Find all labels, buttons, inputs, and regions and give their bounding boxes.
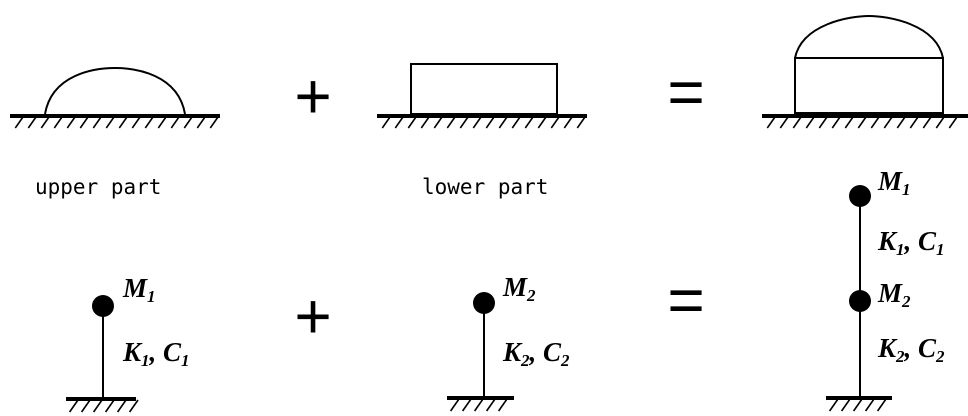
hatch-stroke <box>183 116 193 129</box>
plus-operator: + <box>294 280 331 352</box>
ground-hatch <box>14 116 219 129</box>
hatch-stroke <box>828 398 839 412</box>
hatch-stroke <box>105 116 115 129</box>
hatch-stroke <box>883 116 893 129</box>
mass-node-m1 <box>849 185 871 207</box>
hatch-stroke <box>576 116 586 129</box>
hatch-stroke <box>779 116 789 129</box>
hatch-stroke <box>196 116 206 129</box>
hatch-stroke <box>472 116 482 129</box>
hatch-stroke <box>79 116 89 129</box>
box-outline <box>794 57 944 114</box>
mass-label: M1 <box>122 273 156 306</box>
hatch-stroke <box>407 116 417 129</box>
hatch-stroke <box>524 116 534 129</box>
hatch-stroke <box>459 116 469 129</box>
ground-hatch <box>828 398 887 412</box>
mass-label: M2 <box>502 272 536 305</box>
dome-outline <box>44 66 186 115</box>
hatch-stroke <box>857 116 867 129</box>
ground-hatch <box>68 399 139 413</box>
hatch-stroke <box>461 398 472 412</box>
equals-operator: = <box>667 264 704 336</box>
hatch-stroke <box>446 116 456 129</box>
hatch-stroke <box>381 116 391 129</box>
hatch-stroke <box>511 116 521 129</box>
hatch-stroke <box>80 399 91 413</box>
hatch-stroke <box>53 116 63 129</box>
hatch-stroke <box>840 398 851 412</box>
hatch-stroke <box>66 116 76 129</box>
mass-node-m1 <box>92 295 114 317</box>
upper-part-shape <box>10 66 220 129</box>
ground-hatch <box>449 398 508 412</box>
ground-hatch <box>766 116 958 129</box>
hatch-stroke <box>563 116 573 129</box>
hatch-stroke <box>497 398 508 412</box>
hatch-stroke <box>818 116 828 129</box>
hatch-stroke <box>896 116 906 129</box>
hatch-stroke <box>449 398 460 412</box>
hatch-stroke <box>792 116 802 129</box>
hatch-stroke <box>157 116 167 129</box>
mass-label-top: M1 <box>877 166 911 199</box>
hatch-stroke <box>498 116 508 129</box>
hatch-stroke <box>831 116 841 129</box>
dome-outline <box>794 14 944 59</box>
hatch-stroke <box>805 116 815 129</box>
stiffness-damping-label: K1, C1 <box>122 337 190 370</box>
hatch-stroke <box>550 116 560 129</box>
hatch-stroke <box>420 116 430 129</box>
upper-part-model: M1 K1, C1 <box>66 273 190 413</box>
stiffness-damping-label-bottom: K2, C2 <box>877 333 945 366</box>
upper-part-caption: upper part <box>35 175 161 199</box>
hatch-stroke <box>473 398 484 412</box>
hatch-stroke <box>922 116 932 129</box>
hatch-stroke <box>844 116 854 129</box>
hatch-stroke <box>92 399 103 413</box>
ground-hatch <box>381 116 586 129</box>
lower-part-shape <box>377 63 587 129</box>
hatch-stroke <box>14 116 24 129</box>
stiffness-damping-label-top: K1, C1 <box>877 226 945 259</box>
hatch-stroke <box>870 116 880 129</box>
combined-model: M1 K1, C1 M2 K2, C2 <box>826 166 945 412</box>
hatch-stroke <box>864 398 875 412</box>
hatch-stroke <box>27 116 37 129</box>
hatch-stroke <box>68 399 79 413</box>
hatch-stroke <box>144 116 154 129</box>
hatch-stroke <box>852 398 863 412</box>
lower-part-caption: lower part <box>422 175 548 199</box>
hatch-stroke <box>766 116 776 129</box>
hatch-stroke <box>104 399 115 413</box>
stiffness-damping-label: K2, C2 <box>502 337 570 370</box>
hatch-stroke <box>485 116 495 129</box>
equals-operator: = <box>667 56 704 128</box>
hatch-stroke <box>116 399 127 413</box>
mass-node-m2 <box>473 292 495 314</box>
hatch-stroke <box>131 116 141 129</box>
mass-label-bottom: M2 <box>877 278 911 311</box>
hatch-stroke <box>537 116 547 129</box>
hatch-stroke <box>118 116 128 129</box>
hatch-stroke <box>433 116 443 129</box>
hatch-stroke <box>876 398 887 412</box>
hatch-stroke <box>485 398 496 412</box>
hatch-stroke <box>209 116 219 129</box>
mass-node-m2 <box>849 290 871 312</box>
hatch-stroke <box>909 116 919 129</box>
lower-part-model: M2 K2, C2 <box>447 272 570 412</box>
hatch-stroke <box>394 116 404 129</box>
plus-operator: + <box>294 60 331 132</box>
hatch-stroke <box>948 116 958 129</box>
hatch-stroke <box>170 116 180 129</box>
hatch-stroke <box>40 116 50 129</box>
hatch-stroke <box>128 399 139 413</box>
hatch-stroke <box>935 116 945 129</box>
hatch-stroke <box>92 116 102 129</box>
combined-structure-shape <box>762 14 968 129</box>
box-outline <box>410 63 558 115</box>
